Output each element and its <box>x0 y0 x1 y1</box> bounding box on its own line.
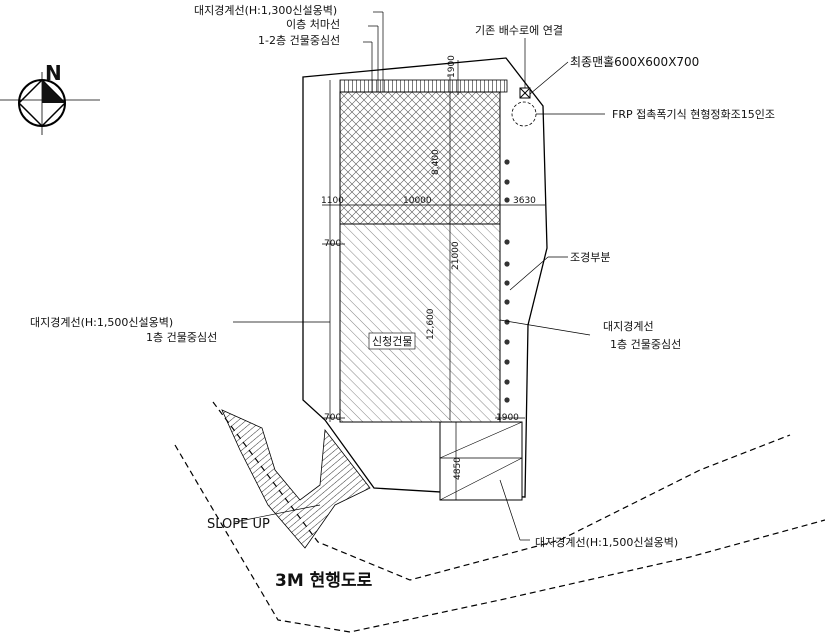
label-right-boundary: 대지경계선 <box>603 320 654 333</box>
label-eave-line: 이층 처마선 <box>286 18 340 31</box>
label-road: 3M 현행도로 <box>275 571 373 591</box>
lower-building-area <box>339 223 501 423</box>
dim-700-mid: 700 <box>324 239 341 249</box>
slope-area <box>221 409 371 549</box>
north-arrow-icon <box>0 72 100 135</box>
dim-21000: 21000 <box>451 241 461 270</box>
dim-12600: 12,600 <box>426 308 436 340</box>
road-lines <box>174 401 825 633</box>
label-slope-up: SLOPE UP <box>207 517 270 532</box>
label-left-center-1f: 1층 건물중심선 <box>146 331 217 344</box>
leader-lines <box>233 11 605 541</box>
new-building-tag <box>368 332 416 350</box>
label-drain-connect: 기존 배수로에 연결 <box>475 24 563 37</box>
label-left-wall-1500: 대지경계선(H:1,500신설옹벽) <box>30 316 173 329</box>
label-septic: FRP 접촉폭기식 현형정화조15인조 <box>612 108 775 121</box>
dim-8400: 8,400 <box>431 149 441 175</box>
dim-1900-bottom: 1900 <box>496 413 519 423</box>
manhole-icon <box>519 87 531 99</box>
septic-tank-icon <box>511 101 537 127</box>
parking-area <box>439 421 523 501</box>
upper-building-area <box>339 91 501 225</box>
label-new-building: 신청건물 <box>372 335 412 348</box>
landscape-dots <box>504 159 510 403</box>
label-wall-1300: 대지경계선(H:1,300신설옹벽) <box>194 4 337 17</box>
dim-700-bottom: 700 <box>324 413 341 423</box>
north-label: N <box>45 61 62 85</box>
label-manhole: 최종맨홀600X600X700 <box>570 55 699 69</box>
dim-10000: 10000 <box>403 196 432 206</box>
top-strip <box>339 79 508 93</box>
dimension-lines <box>322 60 545 500</box>
dim-1900-top: 1900 <box>447 55 457 78</box>
label-bottom-wall-1500: 대지경계선(H:1,500신설옹벽) <box>535 536 678 549</box>
dim-1100: 1100 <box>321 196 344 206</box>
label-building-center-12: 1-2층 건물중심선 <box>258 34 340 47</box>
dim-3630: 3630 <box>513 196 536 206</box>
site-boundary <box>302 57 548 498</box>
dim-4850: 4850 <box>453 457 463 480</box>
label-right-center-1f: 1층 건물중심선 <box>610 338 681 351</box>
label-landscape: 조경부분 <box>570 251 610 264</box>
